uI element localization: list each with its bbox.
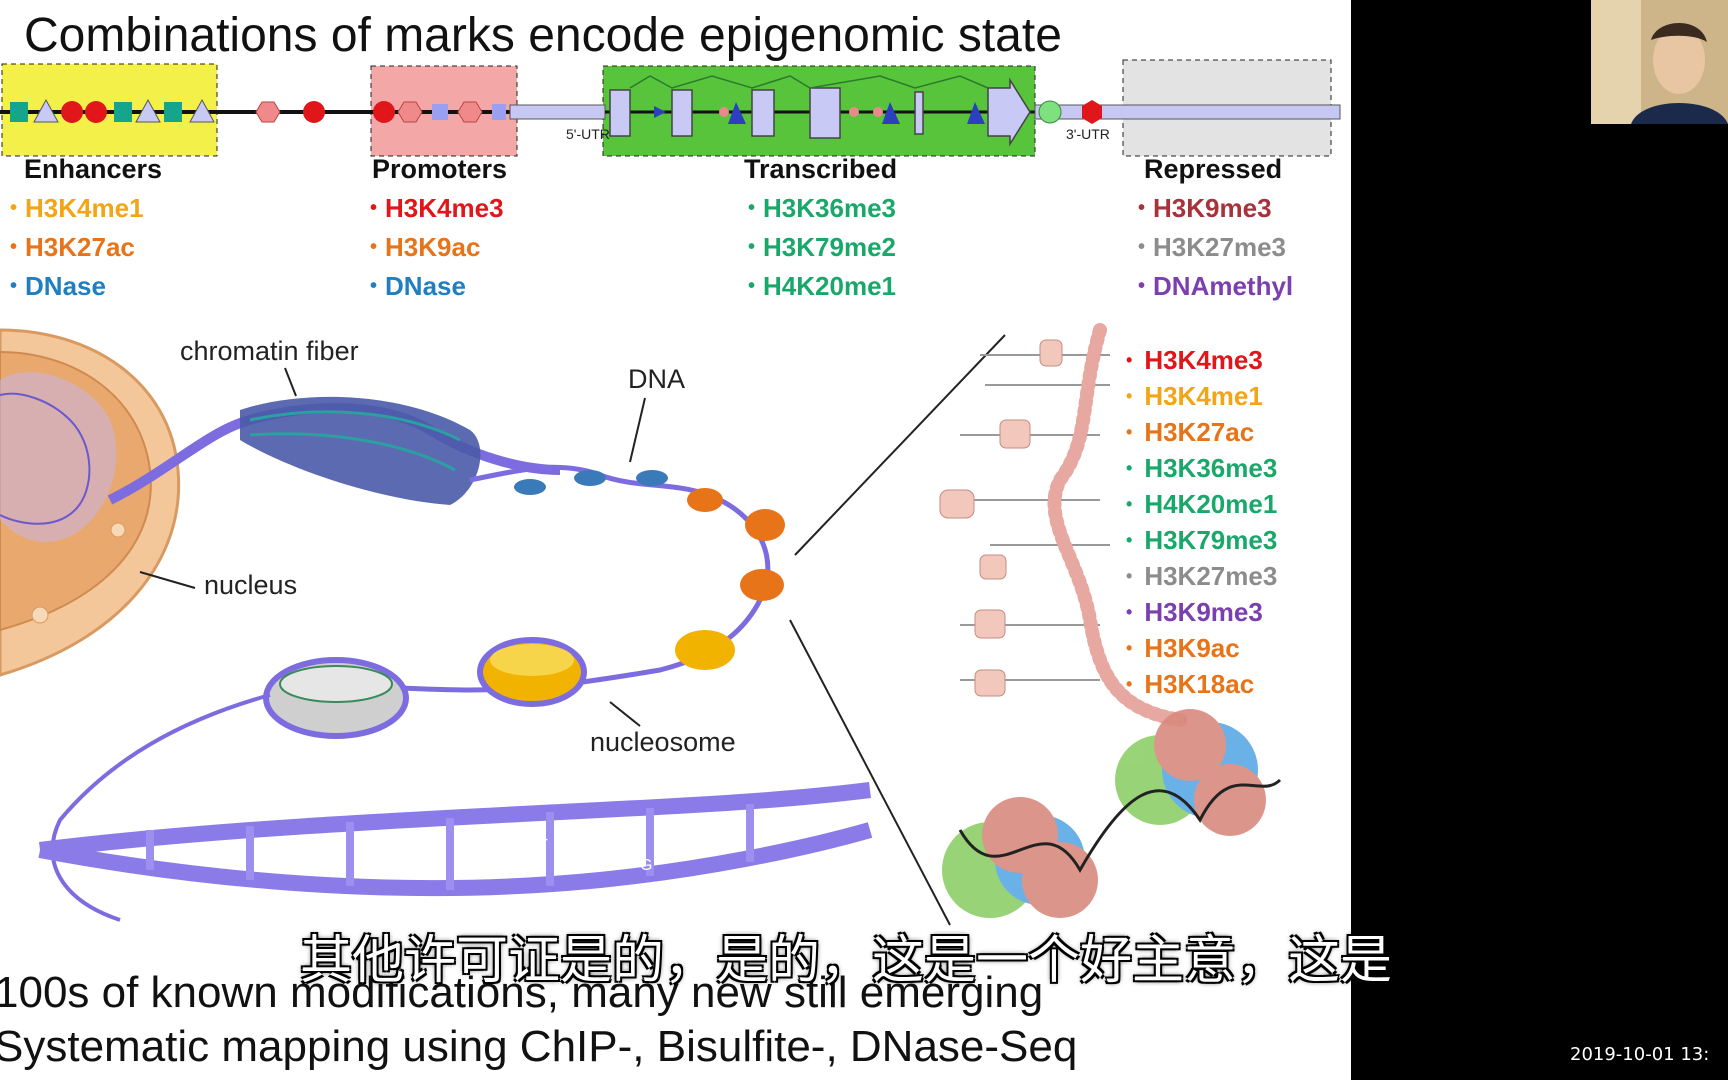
mark-item: •H3K79me2: [748, 232, 896, 262]
histone-mark-item: •H3K4me3: [1126, 345, 1263, 375]
histone-mark-item: •H3K9me3: [1126, 597, 1263, 627]
slide-title: Combinations of marks encode epigenomic …: [24, 9, 1062, 62]
transcribed-marks: [654, 102, 985, 124]
mark-item: •H3K4me3: [370, 193, 504, 223]
bottom-line-2: Systematic mapping using ChIP-, Bisulfit…: [0, 1022, 1078, 1071]
enhancers-heading: Enhancers: [24, 154, 163, 184]
promoter-marks: [373, 101, 506, 123]
histone-mark-item: •H3K27ac: [1126, 417, 1255, 447]
nucleosome-shapes: [263, 637, 587, 739]
svg-text:C: C: [628, 817, 640, 834]
histone-mark-item: •H3K18ac: [1126, 669, 1255, 699]
chromatin-fiber-label: chromatin fiber: [180, 336, 359, 366]
bottom-line-1: 100s of known modifications, many new st…: [0, 968, 1044, 1017]
timestamp: 2019-10-01 13:: [1570, 1044, 1710, 1065]
utr3-bar: [1034, 104, 1341, 120]
mark-item: •H3K9ac: [370, 232, 481, 262]
svg-text:G: G: [708, 817, 720, 834]
histone-mark-item: •H3K4me1: [1126, 381, 1263, 411]
histone-mark-item: •H3K27me3: [1126, 561, 1278, 591]
video-subtitle: 其他许可证是的，是的，这是一个好主意，这是: [300, 931, 1393, 991]
webcam-thumbnail: [1591, 0, 1728, 124]
gene-exons: [609, 77, 1031, 147]
svg-text:A: A: [790, 812, 801, 829]
svg-text:T: T: [790, 857, 800, 874]
histone-mark-item: •H3K79me3: [1126, 525, 1278, 555]
slide: C G A T G T: [0, 0, 1351, 1080]
slide-graphics: C G A T G T: [0, 59, 1341, 926]
dna-helix: [38, 822, 873, 897]
nucleus-label: nucleus: [204, 570, 298, 600]
mark-item: •H3K36me3: [748, 193, 896, 223]
dna-label: DNA: [628, 364, 686, 394]
utr5-label: 5'-UTR: [566, 126, 610, 142]
small-nucleosomes: [514, 470, 785, 670]
mark-item: •H3K9me3: [1138, 193, 1272, 223]
svg-text:G: G: [640, 857, 652, 874]
histone-mark-item: •H3K9ac: [1126, 633, 1240, 663]
histone-octamer: [942, 709, 1266, 918]
person-video-icon: [1591, 0, 1728, 124]
histone-mark-item: •H3K36me3: [1126, 453, 1278, 483]
base-letters: C G A T G T: [538, 812, 801, 874]
promoters-heading: Promoters: [372, 154, 508, 184]
mark-item: •DNAmethyl: [1138, 271, 1294, 301]
repressed-heading: Repressed: [1144, 154, 1283, 184]
histone-mark-item: •H4K20me1: [1126, 489, 1278, 519]
mark-item: •H3K27me3: [1138, 232, 1286, 262]
nucleosome-label: nucleosome: [590, 727, 736, 757]
utr3-label: 3'-UTR: [1066, 126, 1110, 142]
mark-item: •H3K4me1: [10, 193, 144, 223]
utr5-bar: [509, 104, 606, 120]
mark-item: •DNase: [370, 271, 466, 301]
svg-text:T: T: [538, 837, 548, 854]
mark-item: •H4K20me1: [748, 271, 896, 301]
mark-item: •DNase: [10, 271, 106, 301]
mark-item: •H3K27ac: [10, 232, 135, 262]
enhancer-marks: [10, 98, 215, 123]
transcribed-heading: Transcribed: [744, 154, 898, 184]
